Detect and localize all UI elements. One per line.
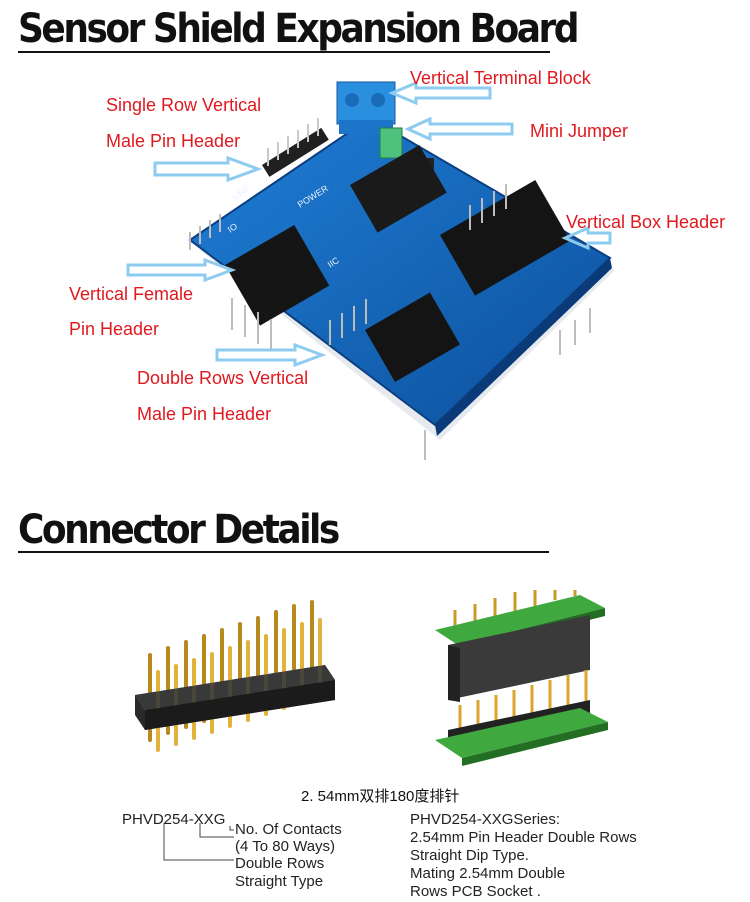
title-underline-2: [18, 551, 549, 553]
title-underline: [18, 51, 550, 53]
label-box-header: Vertical Box Header: [566, 212, 726, 232]
label-single-row-line1: Single Row Vertical: [106, 95, 262, 115]
section-title-connector-details: Connector Details: [18, 507, 340, 553]
label-double-rows-line1: Double Rows Vertical: [137, 368, 309, 388]
desc-contacts: No. Of Contacts: [235, 821, 342, 838]
desc-ways: (4 To 80 Ways): [235, 838, 336, 855]
pcb-socket-image: [435, 590, 608, 766]
series-line-3: Straight Dip Type.: [410, 847, 529, 864]
connector-caption: 2. 54mm双排180度排针: [301, 788, 460, 805]
series-line-5: Rows PCB Socket .: [410, 883, 541, 900]
desc-straight-type: Straight Type: [235, 873, 324, 890]
series-line-4: Mating 2.54mm Double: [410, 865, 566, 882]
label-terminal-block: Vertical Terminal Block: [410, 68, 591, 88]
series-line-1: PHVD254-XXGSeries:: [410, 811, 561, 828]
series-line-2: 2.54mm Pin Header Double Rows: [410, 829, 637, 846]
section-title-sensor-shield: Sensor Shield Expansion Board: [18, 6, 580, 52]
label-mini-jumper: Mini Jumper: [530, 121, 629, 141]
label-double-rows-line2: Male Pin Header: [137, 404, 272, 424]
callout-arrows: [126, 80, 612, 368]
sensor-shield-board-image: POWER URF IO IIC: [188, 81, 615, 460]
svg-text:IO: IO: [226, 221, 239, 235]
desc-double-rows: Double Rows: [235, 855, 325, 872]
label-female-header-line1: Vertical Female: [69, 284, 194, 304]
label-single-row-line2: Male Pin Header: [106, 131, 241, 151]
part-code-connector-lines: [163, 823, 234, 861]
label-female-header-line2: Pin Header: [69, 319, 160, 339]
double-row-pin-header-image: [135, 600, 335, 752]
